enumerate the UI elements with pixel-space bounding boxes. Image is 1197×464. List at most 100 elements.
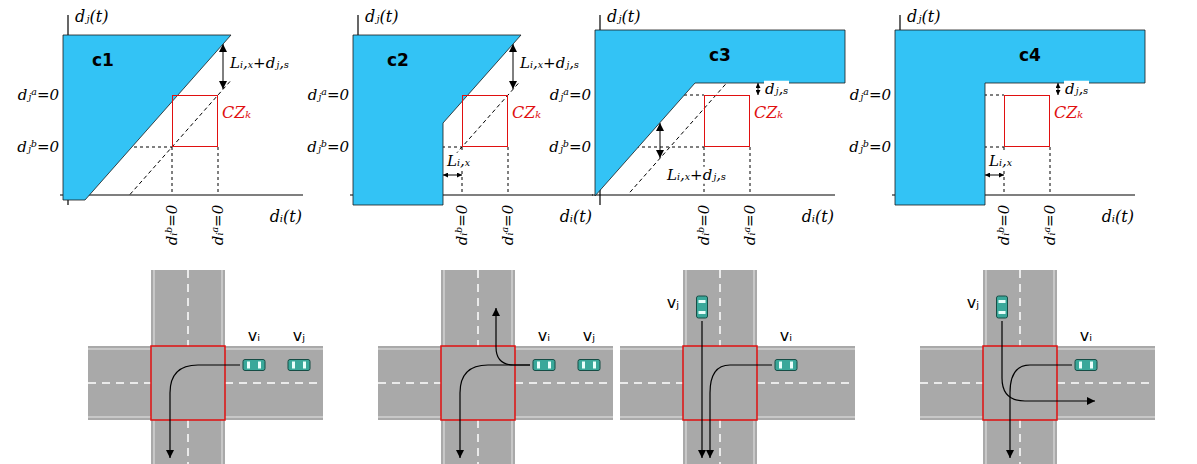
vehicle-window [699,300,706,303]
zone-label: CZₖ [222,103,251,122]
constraint-region: c2 [353,35,521,205]
tick-label: dⱼᵃ=0 [17,87,60,104]
gap-label: Lᵢ,ₓ+dⱼ,ₛ [519,55,580,72]
road-edge [986,420,987,464]
vehicle-label: vᵢ [779,327,793,345]
road-edge [444,420,445,464]
lane-divider [719,420,721,464]
vehicle-window [779,362,782,369]
dimension-arrow [513,44,514,89]
vehicle-label: vᵢ [247,327,261,345]
road-edge [1054,420,1055,464]
road-edge [225,349,323,350]
road-edge [515,349,613,350]
tick-label: dⱼᵇ=0 [548,139,592,156]
tick-label: dᵢᵃ=0 [742,204,759,246]
vehicle-window [999,300,1006,303]
road [378,346,613,420]
lane-divider [719,270,721,346]
vehicle-label: vᵢ [1079,327,1093,345]
region-shape [63,35,231,200]
guide-line [1050,147,1051,195]
vehicle-body [243,360,265,371]
tick-label: dⱼᵃ=0 [307,87,350,104]
region-label: c1 [92,50,114,70]
region-label: c3 [709,45,731,65]
zone-label: CZₖ [754,103,783,122]
vehicle-body [288,360,310,371]
zone-label: CZₖ [512,103,541,122]
tick-label: dᵢᵃ=0 [210,204,227,246]
road [151,270,225,464]
dimension-arrow [443,175,462,176]
road-edge [754,270,755,346]
vehicle-window [292,362,295,369]
vehicle-window [537,362,540,369]
road [88,346,323,420]
lane-divider [620,382,683,384]
conflict-zone-outline [683,346,757,420]
road-edge [378,417,441,418]
axis-line [60,194,303,195]
lane-divider [515,382,613,384]
conflict-zone-outline [983,346,1057,420]
route-arrow [1010,365,1072,458]
road-edge [222,270,223,346]
road [620,346,855,420]
road-edge [515,417,613,418]
region-shape [353,35,521,205]
road-edge [154,270,155,346]
gap-label: Lᵢ,ₓ [446,153,471,170]
road-edge [512,420,513,464]
vehicle-window [790,362,793,369]
lane-divider [1057,382,1155,384]
conflict-zone-outline [441,346,515,420]
axis-label: dⱼ(t) [906,8,941,26]
road-edge [920,349,983,350]
road-edge [225,417,323,418]
tick-label: dᵢᵃ=0 [500,204,517,246]
road [441,270,515,464]
region-fill [595,30,845,196]
tick-label: dⱼᵃ=0 [549,87,592,104]
vehicle-icon [997,296,1008,318]
vehicle-window [582,362,585,369]
axis-label: dⱼ(t) [364,8,399,26]
road-edge [378,349,441,350]
axis-label: dᵢ(t) [801,208,835,226]
road-edge [1057,349,1155,350]
vehicle-window [699,311,706,314]
tick-label: dⱼᵃ=0 [849,87,892,104]
road-edge [88,417,151,418]
tick-label: dⱼᵇ=0 [16,139,60,156]
gap-label: dⱼ,ₛ [764,81,789,98]
vehicle-window [593,362,596,369]
conflict-zone-box: CZₖ [462,95,508,147]
constraint-region: c4 [895,30,1145,205]
route-arrow [496,308,530,365]
vehicle-body [997,296,1008,318]
vehicle-body [775,360,797,371]
road-edge [1054,270,1055,346]
vehicle-label: vⱼ [292,327,306,345]
gap-label: Lᵢ,ₓ+dⱼ,ₛ [666,167,727,184]
lane-divider [1019,270,1021,346]
vehicle-body [1075,360,1097,371]
road-edge [757,417,855,418]
lane-divider [225,382,323,384]
guide-line [508,147,509,195]
dimension-arrow [1058,83,1059,95]
route-arrow [701,321,702,458]
road-edge [154,420,155,464]
vehicle-body [533,360,555,371]
guide-line [750,147,751,195]
road-edge [754,420,755,464]
axis-line [592,194,835,195]
dimension-arrow [758,83,759,95]
road [920,346,1155,420]
dimension-arrow [985,175,1004,176]
region-label: c4 [1019,45,1041,65]
axis-label: dⱼ(t) [74,8,109,26]
vehicle-icon [533,360,555,371]
vehicle-icon [243,360,265,371]
